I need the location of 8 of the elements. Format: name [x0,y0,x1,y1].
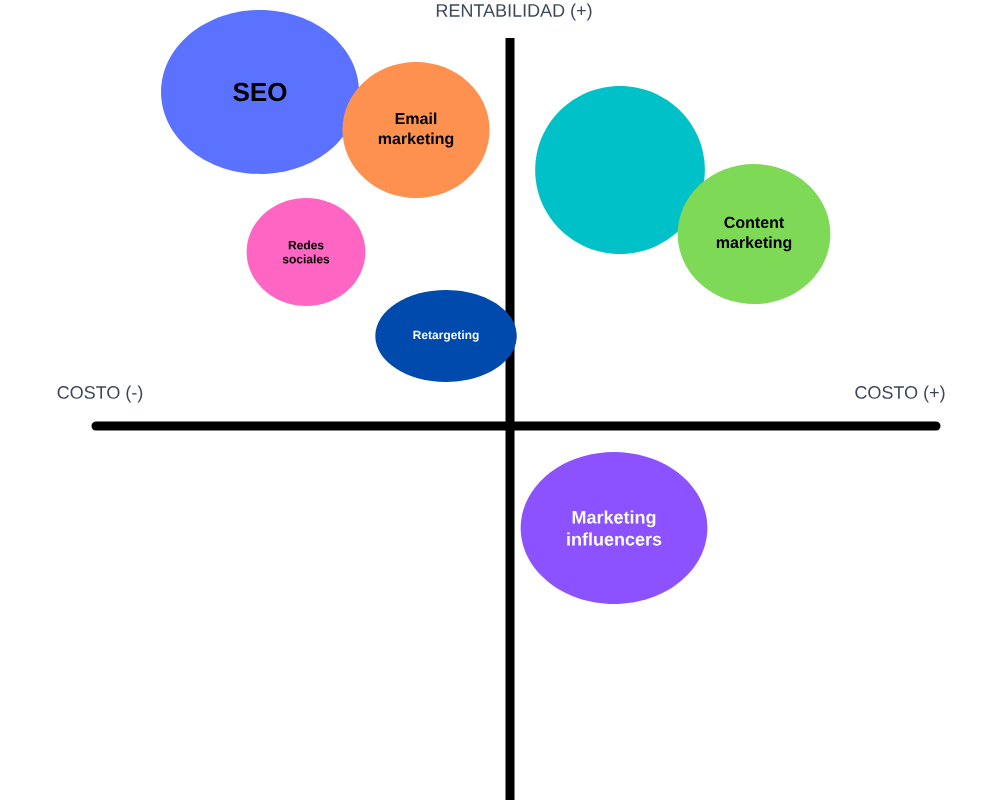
topic-bubble: Marketing influencers [520,452,708,604]
axis-label: COSTO (-) [57,385,143,403]
axis-label: COSTO (+) [855,385,945,403]
axis-label: RENTABILIDAD (+) [436,3,592,21]
topic-bubble: SEO [161,10,359,174]
topic-bubble: Content marketing [677,164,831,304]
bubble [535,86,705,254]
topic-bubble: Email marketing [342,62,490,198]
